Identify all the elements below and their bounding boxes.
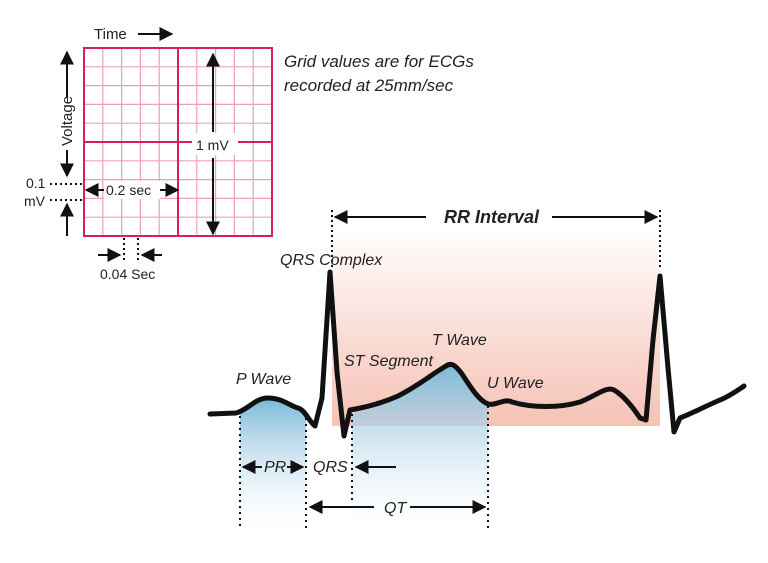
ecg-paper-grid: [83, 47, 273, 237]
grid-note-line1: Grid values are for ECGs: [284, 52, 474, 71]
qrs-label: QRS: [313, 459, 348, 476]
st-t-shade: [352, 364, 488, 530]
grid-border: [83, 47, 273, 237]
major-gridlines: [84, 48, 272, 236]
p-wave-label: P Wave: [236, 371, 291, 388]
grid-note-line2: recorded at 25mm/sec: [284, 76, 454, 95]
qt-label: QT: [384, 500, 407, 517]
u-wave-label: U Wave: [487, 375, 544, 392]
point-two-sec-label-bg: [104, 181, 160, 199]
time-label: Time: [94, 26, 127, 43]
one-mv-label: 1 mV: [196, 137, 229, 153]
t-wave-label: T Wave: [432, 332, 487, 349]
st-segment-label: ST Segment: [344, 353, 433, 370]
mv-label: mV: [24, 193, 46, 209]
point-two-sec-label: 0.2 sec: [106, 182, 151, 198]
voltage-label: Voltage: [59, 96, 76, 146]
rr-interval-label: RR Interval: [444, 207, 540, 227]
point-one-label: 0.1: [26, 175, 46, 191]
point-zero-four-label: 0.04 Sec: [100, 266, 155, 282]
one-mv-label-bg: [192, 133, 238, 155]
pr-label: PR: [264, 459, 287, 476]
rr-interval-shade: [332, 226, 660, 426]
ecg-trace: [207, 269, 747, 439]
qrs-complex-label: QRS Complex: [280, 252, 383, 269]
p-wave-shade: [240, 398, 306, 530]
